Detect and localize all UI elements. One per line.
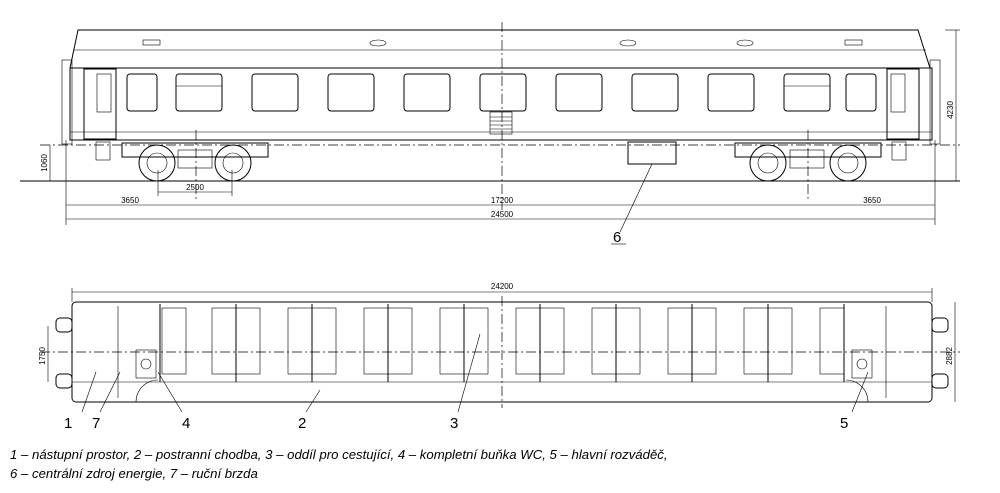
- wc-cell: [135, 349, 157, 379]
- figure-caption: 1 – nástupní prostor, 2 – postranní chod…: [10, 445, 990, 483]
- plan-view: 24200 1750 2882 1 7 4 2 3 5: [38, 282, 960, 432]
- side-view: 2500 3650 17200 3650 24500 4230 1060 6: [20, 22, 960, 246]
- dim-inner-width: 1750: [38, 347, 47, 365]
- callout-6: 6: [613, 229, 621, 246]
- car-body: [69, 67, 933, 141]
- caption-line-2: 6 – centrální zdroj energie, 7 – ruční b…: [10, 466, 258, 481]
- leader-lines: [81, 333, 869, 413]
- dim-floor-height: 1060: [40, 154, 49, 172]
- dim-bogie-offset-right: 3650: [863, 196, 881, 205]
- dim-body-width: 2882: [945, 347, 954, 365]
- seat-blocks: [161, 307, 845, 375]
- dim-bogie-offset-left: 3650: [121, 196, 139, 205]
- dim-length-over-buffers: 24500: [491, 210, 514, 219]
- side-windows: [126, 73, 877, 112]
- dim-bogie-centres: 17200: [491, 196, 514, 205]
- dim-body-length: 24200: [491, 282, 514, 291]
- bogie-left: [95, 141, 269, 182]
- plan-dimensions: [47, 288, 956, 402]
- side-dimensions: [49, 29, 960, 225]
- compartment-partitions: [159, 304, 845, 382]
- door-right: [886, 68, 920, 140]
- callout-1: 1: [64, 415, 72, 432]
- callout-7: 7: [92, 415, 100, 432]
- roof-outline: [69, 29, 931, 69]
- bogie-right: [734, 141, 907, 182]
- dim-height-total: 4230: [946, 101, 955, 119]
- dim-wheelbase: 2500: [186, 183, 204, 192]
- caption-line-1: 1 – nástupní prostor, 2 – postranní chod…: [10, 447, 668, 462]
- vent-grille: [489, 111, 513, 135]
- callout-5: 5: [840, 415, 848, 432]
- door-left: [83, 68, 117, 140]
- callout-4: 4: [182, 415, 190, 432]
- callout-3: 3: [450, 415, 458, 432]
- callout-2: 2: [298, 415, 306, 432]
